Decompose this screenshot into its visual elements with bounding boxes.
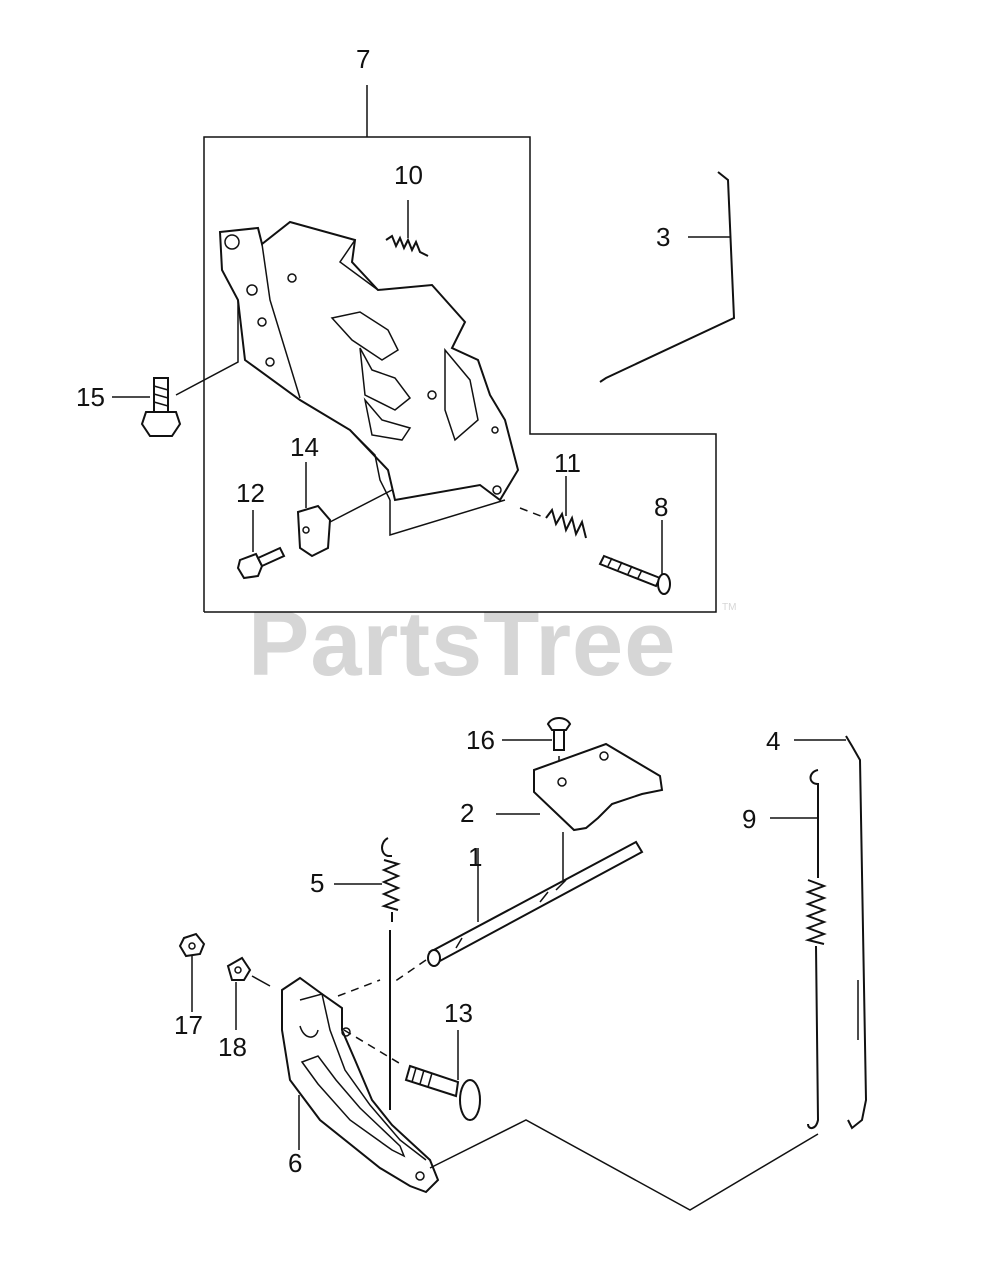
part-9-spring-rod[interactable] <box>770 769 827 1130</box>
part-14-clip[interactable] <box>296 462 393 558</box>
part-2-plate[interactable] <box>496 742 664 832</box>
callout-14: 14 <box>290 432 319 462</box>
part-18-washer[interactable] <box>226 956 271 1030</box>
callout-8: 8 <box>654 492 668 522</box>
part-5-spring[interactable] <box>334 837 401 1110</box>
part-15-bolt[interactable] <box>112 300 239 437</box>
part-1-shaft[interactable] <box>393 832 644 983</box>
callout-6: 6 <box>288 1148 302 1178</box>
watermark-trademark: TM <box>722 602 736 613</box>
callout-9: 9 <box>742 804 756 834</box>
callout-16: 16 <box>466 725 495 755</box>
callout-2: 2 <box>460 798 474 828</box>
callout-4: 4 <box>766 726 780 756</box>
assembly-7-frame <box>203 85 717 613</box>
part-4-long-rod[interactable] <box>794 735 868 1130</box>
callout-5: 5 <box>310 868 324 898</box>
callout-10: 10 <box>394 160 423 190</box>
part-13-pin[interactable] <box>343 1029 481 1121</box>
watermark-text: PartsTree <box>248 593 676 695</box>
callout-labels: 7 10 3 15 14 11 12 8 16 4 2 9 1 5 13 17 … <box>76 44 780 1178</box>
callout-3: 3 <box>656 222 670 252</box>
callout-13: 13 <box>444 998 473 1028</box>
callout-7: 7 <box>356 44 370 74</box>
callout-11: 11 <box>554 448 581 478</box>
part-6-lever[interactable] <box>281 976 819 1211</box>
callout-17: 17 <box>174 1010 203 1040</box>
part-12-screw[interactable] <box>236 510 286 580</box>
part-17-nut[interactable] <box>178 932 206 1012</box>
callout-15: 15 <box>76 382 105 412</box>
callout-12: 12 <box>236 478 265 508</box>
part-7-control-bracket[interactable] <box>218 220 520 537</box>
part-10-spring[interactable] <box>385 200 429 257</box>
callout-18: 18 <box>218 1032 247 1062</box>
part-3-link-rod[interactable] <box>599 171 736 383</box>
part-11-spring[interactable] <box>519 476 587 539</box>
part-8-screw[interactable] <box>598 520 671 595</box>
callout-1: 1 <box>468 842 482 872</box>
